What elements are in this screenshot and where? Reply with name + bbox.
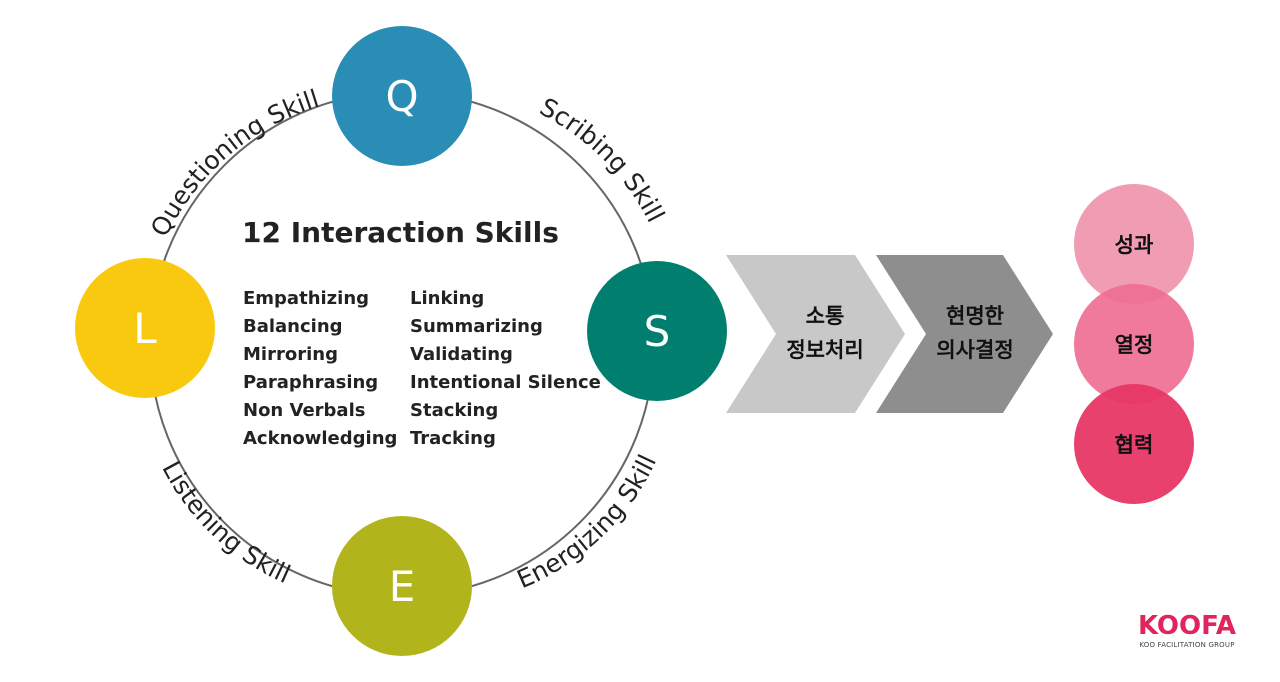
koofa-logo: KOOFA KOO FACILITATION GROUP (1128, 612, 1246, 650)
outcome-performance-label: 성과 (1115, 233, 1154, 257)
skill-right-item-2: Validating (410, 344, 513, 365)
skill-left-item-2: Mirroring (243, 344, 338, 365)
listening-skill-label: Listening Skill (156, 456, 294, 589)
skill-right-item-1: Summarizing (410, 316, 543, 337)
chevron-communication-line1: 소통 (806, 304, 845, 328)
node-s: S (587, 261, 727, 401)
node-l-circle (75, 258, 215, 398)
skill-left-item-5: Acknowledging (243, 428, 397, 449)
node-e: E (332, 516, 472, 656)
skill-left-item-0: Empathizing (243, 288, 369, 309)
skill-right-item-4: Stacking (410, 400, 498, 421)
chevron-decision-line1: 현명한 (946, 304, 1004, 328)
energizing-skill-label: Energizing Skill (513, 450, 662, 594)
node-l: L (75, 258, 215, 398)
outcome-cooperation-label: 협력 (1115, 433, 1154, 457)
outcome-passion: 열정 (1074, 284, 1194, 404)
outcome-passion-circle (1074, 284, 1194, 404)
node-s-circle (587, 261, 727, 401)
skill-left-item-4: Non Verbals (243, 400, 365, 421)
skill-right-item-3: Intentional Silence (410, 372, 601, 393)
chevron-decision-shape (876, 255, 1053, 413)
outcome-performance-circle (1074, 184, 1194, 304)
logo-wordmark: KOOFA (1137, 611, 1237, 641)
node-q: Q (332, 26, 472, 166)
node-q-circle (332, 26, 472, 166)
skills-list-right: LinkingSummarizingValidatingIntentional … (410, 288, 601, 449)
outcome-cooperation: 협력 (1074, 384, 1194, 504)
node-e-letter: E (389, 562, 416, 611)
scribing-skill-label: Scribing Skill (535, 92, 670, 227)
chevron-communication-shape (726, 255, 905, 413)
skills-list-left: EmpathizingBalancingMirroringParaphrasin… (243, 288, 397, 449)
skill-right-item-5: Tracking (410, 428, 496, 449)
chevron-communication: 소통 정보처리 (726, 255, 905, 413)
outcome-passion-label: 열정 (1115, 333, 1154, 357)
node-e-circle (332, 516, 472, 656)
skill-left-item-1: Balancing (243, 316, 343, 337)
node-s-letter: S (644, 307, 671, 356)
skill-right-item-0: Linking (410, 288, 484, 309)
node-q-letter: Q (385, 72, 418, 121)
chevron-decision: 현명한 의사결정 (876, 255, 1053, 413)
node-l-letter: L (133, 304, 157, 353)
chevron-communication-line2: 정보처리 (786, 338, 863, 362)
outcome-cooperation-circle (1074, 384, 1194, 504)
skill-left-item-3: Paraphrasing (243, 372, 378, 393)
chevron-decision-line2: 의사결정 (936, 338, 1013, 362)
logo-subtitle: KOO FACILITATION GROUP (1139, 641, 1235, 649)
outcome-performance: 성과 (1074, 184, 1194, 304)
diagram-title: 12 Interaction Skills (242, 216, 559, 249)
